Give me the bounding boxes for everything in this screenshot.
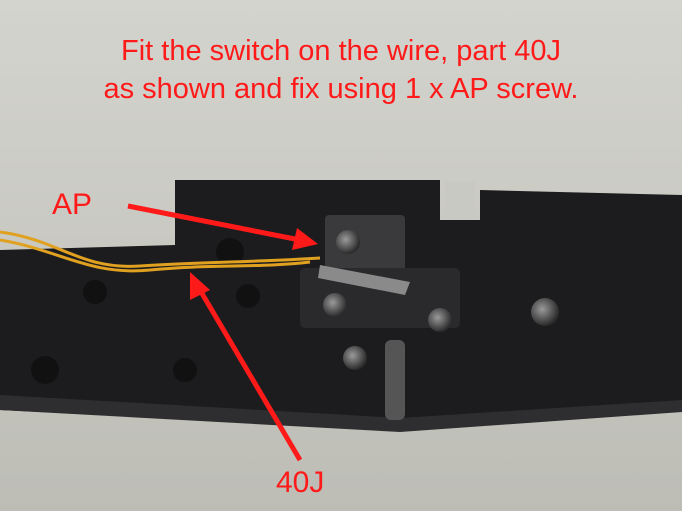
- arrow-to-ap-screw: [127, 203, 318, 250]
- switch-part: [300, 215, 460, 420]
- label-ap-screw: AP: [52, 188, 93, 221]
- instruction-line-1: Fit the switch on the wire, part 40J: [120, 35, 562, 67]
- arrow-to-wire-40j: [190, 272, 303, 462]
- screws: [31, 230, 559, 384]
- yellow-wires: [0, 230, 321, 273]
- label-part-40j: 40J: [276, 466, 325, 499]
- instruction-line-2: as shown and fix using 1 x AP screw.: [103, 73, 579, 105]
